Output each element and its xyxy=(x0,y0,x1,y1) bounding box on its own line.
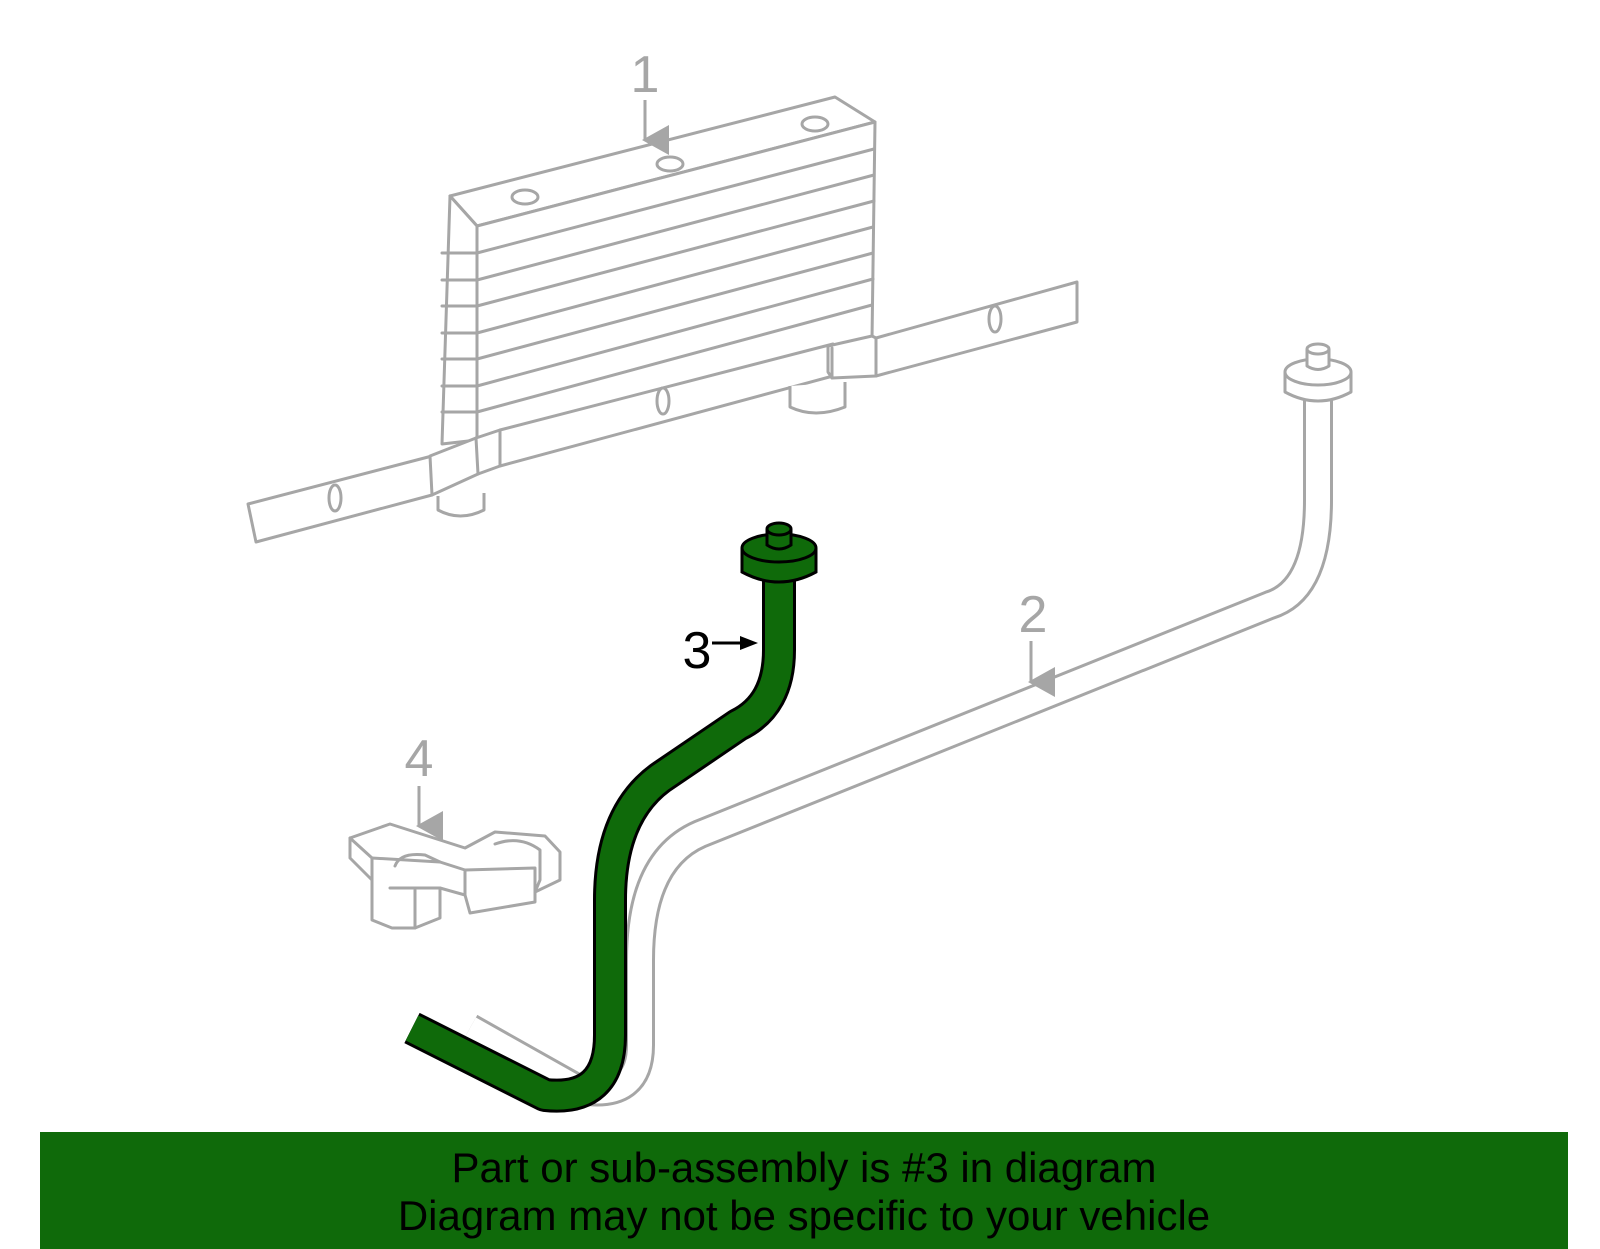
callout-4: 4 xyxy=(405,730,443,841)
part-4-clip[interactable] xyxy=(348,822,562,930)
callout-4-label: 4 xyxy=(405,730,434,788)
part-1-oil-cooler[interactable] xyxy=(246,95,1079,544)
part-2-return-line[interactable] xyxy=(462,342,1353,1107)
footer-line-1: Part or sub-assembly is #3 in diagram xyxy=(451,1144,1157,1191)
footer-line-2: Diagram may not be specific to your vehi… xyxy=(397,1192,1211,1239)
cooler-fins xyxy=(440,147,876,414)
callout-3: 3 xyxy=(683,622,758,680)
part-3-cooler-line[interactable] xyxy=(404,521,818,1113)
callout-2-label: 2 xyxy=(1019,586,1048,644)
callout-2: 2 xyxy=(1019,586,1055,697)
callout-3-label: 3 xyxy=(683,622,712,680)
callout-1: 1 xyxy=(631,46,669,155)
callout-1-label: 1 xyxy=(631,46,660,104)
footer-banner: Part or sub-assembly is #3 in diagram Di… xyxy=(40,1132,1568,1249)
